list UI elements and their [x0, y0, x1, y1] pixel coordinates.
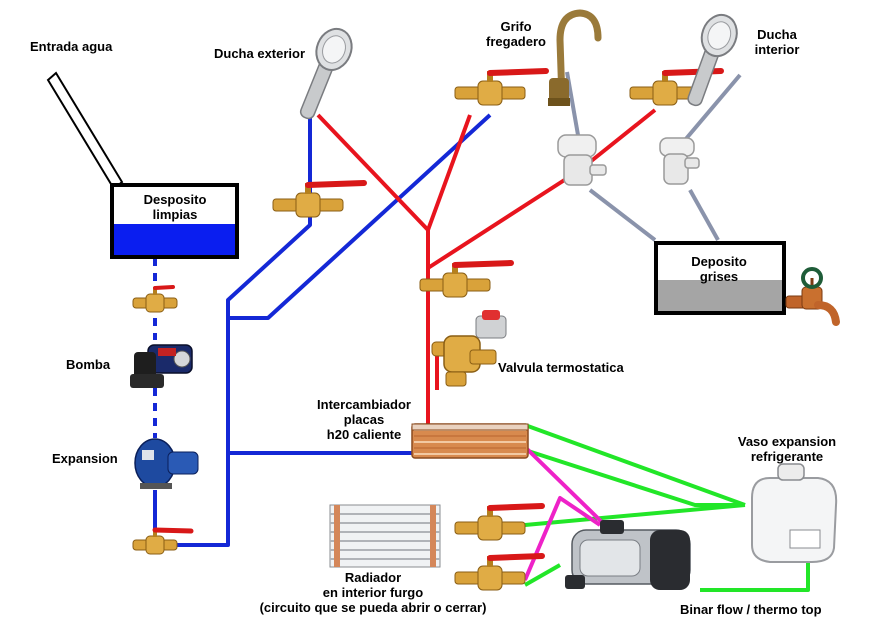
ball-valve-interior-shower: [629, 68, 724, 106]
radiator-icon: [329, 504, 441, 568]
water-inlet-pipe: [46, 71, 124, 191]
diesel-water-heater-icon: [565, 520, 691, 590]
label-exterior-shower: Ducha exterior: [214, 46, 306, 61]
coolant-expansion-tank-icon: [751, 463, 838, 563]
thermostatic-valve-icon: [431, 310, 507, 387]
ball-valve-radiator-top: [454, 503, 545, 541]
expansion-vessel-icon: [134, 438, 199, 489]
label-heat-exchanger-line3: h20 caliente: [326, 427, 402, 442]
cold-water-pipes: [153, 113, 492, 547]
hot-water-pipes: [316, 108, 657, 425]
label-sink-faucet-line2: fregadero: [486, 34, 546, 49]
ball-valve-radiator-bottom: [454, 553, 545, 591]
ball-valve-hot-line: [419, 260, 514, 298]
coolant-pipes: [524, 423, 810, 592]
label-heat-exchanger-line2: placas: [343, 412, 385, 427]
grey-tank-drain-tap-icon: [785, 267, 840, 326]
label-sink-faucet: Grifo fregadero: [476, 19, 556, 49]
water-pump-icon: [130, 344, 193, 388]
plate-heat-exchanger-icon: [411, 423, 529, 459]
clean-tank-label-line1: Desposito: [144, 192, 207, 207]
sink-drain-trap-icon: [557, 134, 607, 186]
ball-valve-sink: [454, 68, 549, 106]
label-coolant-expansion-line2: refrigerante: [750, 449, 824, 464]
grey-tank-label-line2: grises: [700, 269, 738, 284]
label-interior-shower-line2: interior: [754, 42, 800, 57]
label-coolant-expansion-line1: Vaso expansion: [737, 434, 837, 449]
interior-shower-head-icon: [687, 13, 738, 107]
shower-drain-trap-icon: [659, 137, 700, 185]
sink-faucet-icon: [548, 9, 602, 106]
label-heat-exchanger-line1: Intercambiador: [317, 397, 411, 412]
label-interior-shower-line1: Ducha: [757, 27, 797, 42]
label-sink-faucet-line1: Grifo: [500, 19, 532, 34]
ball-valve-pump-out: [132, 527, 194, 555]
label-pump: Bomba: [66, 357, 111, 372]
label-radiator-line3: (circuito que se pueda abrir o cerrar): [259, 600, 487, 615]
label-radiator: Radiador en interior furgo (circuito que…: [244, 570, 502, 615]
grey-water-tank: [654, 241, 786, 315]
label-radiator-line2: en interior furgo: [322, 585, 424, 600]
label-thermostatic-valve: Valvula termostatica: [498, 360, 624, 375]
exterior-shower-head-icon: [299, 27, 353, 120]
label-coolant-expansion: Vaso expansion refrigerante: [722, 434, 852, 464]
label-expansion: Expansion: [52, 451, 118, 466]
label-water-inlet: Entrada agua: [30, 39, 113, 54]
ball-valve-clean-tank: [132, 285, 178, 313]
clean-water-tank: [110, 183, 239, 259]
label-binar-heater: Binar flow / thermo top: [680, 602, 822, 617]
clean-tank-label-line2: limpias: [153, 207, 198, 222]
ball-valve-exterior-shower: [272, 180, 367, 218]
label-radiator-line1: Radiador: [344, 570, 402, 585]
grey-drain-pipes: [565, 71, 742, 242]
grey-tank-label-line1: Deposito: [691, 254, 747, 269]
label-heat-exchanger: Intercambiador placas h20 caliente: [304, 397, 424, 442]
label-interior-shower: Ducha interior: [745, 27, 809, 57]
heater-loop-pipes: [523, 445, 612, 581]
